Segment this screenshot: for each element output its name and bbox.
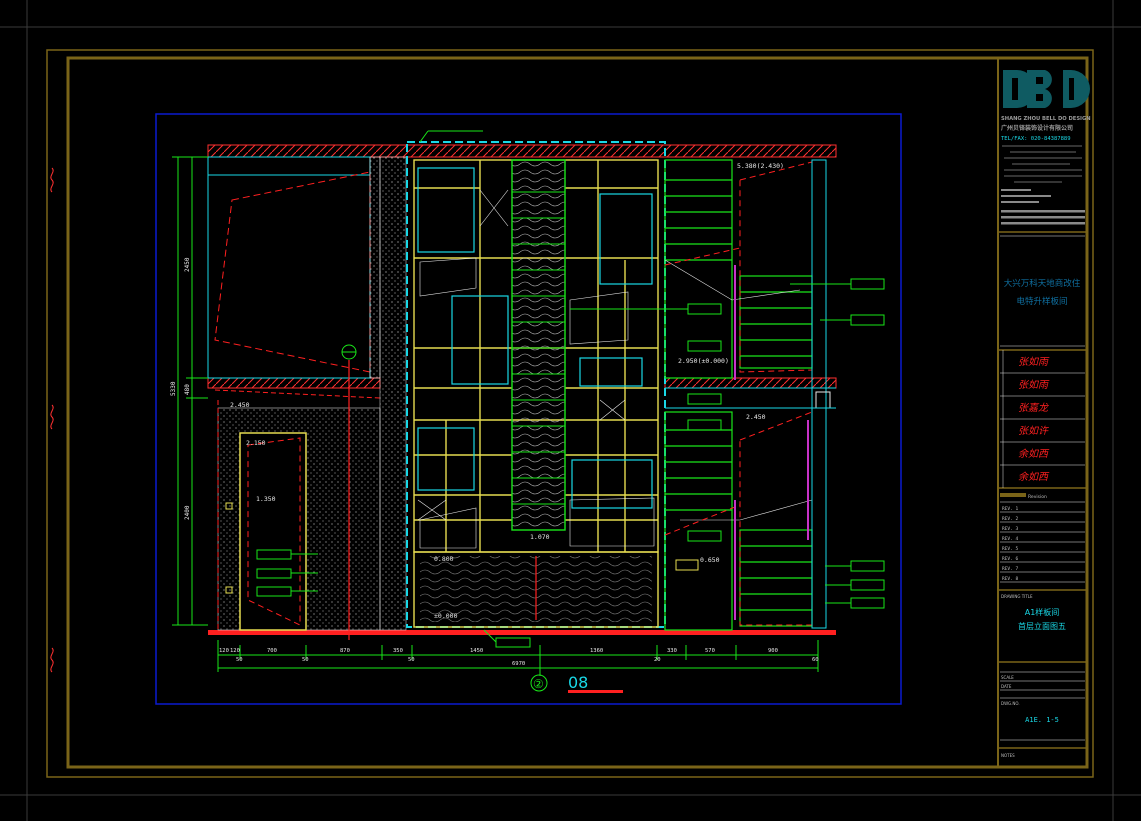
revision-row: REV. 7 (1002, 566, 1019, 572)
dimension-lines (172, 156, 819, 676)
axis-bubble-label: ② (533, 677, 544, 691)
signature-3: 张嘉龙 (1018, 402, 1049, 414)
mid-slab-right (664, 377, 837, 389)
dim-vertical-3: 2400 (184, 505, 191, 520)
ceiling-slab (207, 144, 837, 158)
company-tel: TEL/FAX: 020-84387889 (1001, 136, 1071, 142)
field-drawing-no: DWG.NO. (1001, 701, 1020, 706)
elev-label-left: 2.450 (230, 401, 250, 409)
dim-seg-6: 1450 (470, 648, 483, 654)
title-block: SHANG ZHOU BELL DO DESIGN 广州贝铎装饰设计有限公司 T… (998, 68, 1091, 758)
drawing-annotations: 5.380(2.430) 2.950(±0.000) 2.450 2.450 2… (170, 162, 819, 692)
ladder-strip (511, 159, 566, 531)
cabinet-panels (417, 167, 653, 509)
revision-row: REV. 4 (1002, 536, 1019, 542)
signature-4: 张如许 (1018, 425, 1049, 437)
signatures: 张如雨 张如雨 张嘉龙 张如许 余如西 余如西 (1018, 356, 1050, 483)
drawing-number: A1E. 1-5 (1025, 716, 1059, 724)
elev-label-ladder: 1.070 (530, 533, 550, 541)
revision-row: REV. 8 (1002, 576, 1019, 582)
bookshelf (413, 159, 659, 628)
dim-seg-7: 1360 (590, 648, 603, 654)
signature-1: 张如雨 (1018, 356, 1050, 368)
dim-seg-5: 350 (393, 648, 403, 654)
revision-row: REV. 2 (1002, 516, 1019, 522)
elev-label-right: 2.450 (746, 413, 766, 421)
stair-treads-upper (664, 159, 813, 379)
dim-vertical-2: 480 (184, 384, 191, 395)
drawing-title-2: 首层立面图五 (1018, 621, 1066, 631)
dim-seg-1: 120 (219, 648, 229, 654)
elev-label-outlet: 0.650 (700, 556, 720, 564)
revision-header: Revision (1028, 494, 1047, 500)
signature-5: 余如西 (1018, 448, 1050, 460)
dim-seg-10: 900 (768, 648, 778, 654)
material-tags-left (256, 549, 318, 597)
elev-label-switch: 1.350 (256, 495, 276, 503)
mid-slab-left (207, 377, 381, 389)
elev-label-door: 2.150 (246, 439, 266, 447)
company-logo (1001, 68, 1090, 110)
signature-2: 张如雨 (1018, 379, 1050, 391)
viewport-frame (155, 113, 902, 705)
axis-bubble[interactable] (530, 674, 548, 692)
dim-seg-9: 570 (705, 648, 715, 654)
elev-label-floor: ±0.000 (434, 612, 458, 620)
company-name-en: SHANG ZHOU BELL DO DESIGN (1001, 116, 1091, 122)
dim-small-3: 50 (408, 657, 415, 663)
elevation-drawing[interactable] (172, 130, 885, 693)
elev-label-mid: 2.950(±0.000) (678, 357, 729, 365)
revision-row: REV. 3 (1002, 526, 1019, 532)
material-tags-right (419, 130, 885, 648)
elev-label-cabinet: 0.800 (434, 555, 454, 563)
dim-vertical-1: 2450 (184, 257, 191, 272)
field-date: DATE (1001, 684, 1012, 689)
dim-seg-3: 700 (267, 648, 277, 654)
drawing-title-label: DRAWING TITLE (1001, 594, 1033, 599)
dim-seg-8: 330 (667, 648, 677, 654)
project-name-line-1: 大兴万科天地商改住 (1004, 278, 1081, 289)
dim-small-2: 50 (302, 657, 309, 663)
door-lower-left (239, 432, 307, 631)
dim-small-1: 50 (236, 657, 243, 663)
dim-vertical-total: 5330 (170, 381, 177, 396)
project-name-line-2: 电特升样板间 (1016, 296, 1067, 307)
floor-line (208, 630, 836, 635)
stair-treads-lower (664, 411, 813, 631)
dim-small-5: 60 (812, 657, 819, 663)
revision-row: REV. 1 (1002, 506, 1019, 512)
revision-row: REV. 6 (1002, 556, 1019, 562)
field-scale: SCALE (1001, 675, 1014, 680)
revision-row: REV. 5 (1002, 546, 1019, 552)
signature-6: 余如西 (1018, 471, 1050, 483)
view-number: 08 (568, 673, 588, 692)
drawing-title-1: A1样板间 (1025, 607, 1060, 617)
window-outline-upper-left (214, 171, 371, 373)
dim-small-4: 20 (654, 657, 661, 663)
dim-seg-4: 870 (340, 648, 350, 654)
elev-label-top: 5.380(2.430) (737, 162, 784, 170)
view-number-underline (568, 690, 623, 693)
company-name-cn: 广州贝铎装饰设计有限公司 (1001, 124, 1073, 132)
binding-marks (50, 167, 54, 673)
dim-seg-2: 120 (230, 648, 240, 654)
field-notes: NOTES (1001, 753, 1015, 758)
dim-total: 6970 (512, 661, 525, 667)
revision-list: REV. 1 REV. 2 REV. 3 REV. 4 REV. 5 REV. … (1002, 506, 1019, 582)
